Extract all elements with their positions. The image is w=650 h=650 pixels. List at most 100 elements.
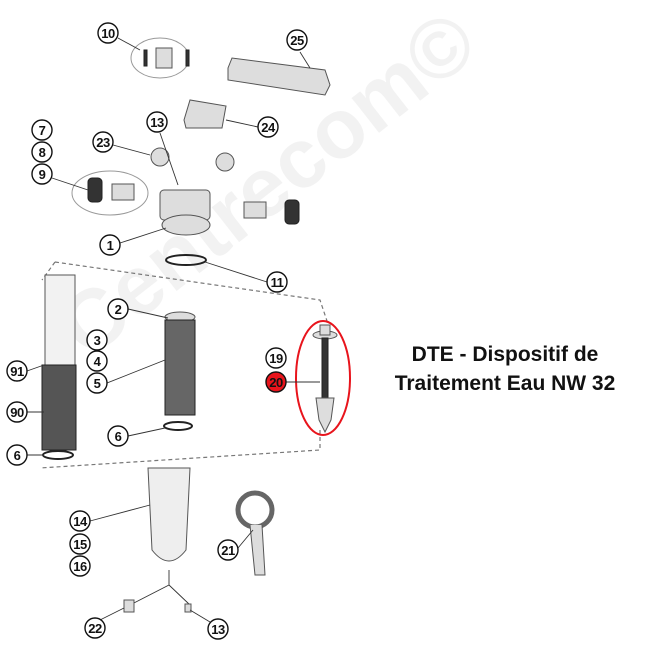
callout-circle <box>31 119 53 141</box>
part-20-dte-rod <box>321 337 329 399</box>
callout-circle <box>86 329 108 351</box>
callout-circle <box>107 298 129 320</box>
callout-circle <box>84 617 106 639</box>
part-nut <box>87 177 103 203</box>
part-23-pressure-gauge <box>150 147 170 167</box>
callout-22: 22 <box>84 617 106 639</box>
callout-circle <box>97 22 119 44</box>
callout-8: 8 <box>31 141 53 163</box>
callout-label: 13 <box>211 622 225 637</box>
part-19-base <box>315 397 335 434</box>
callout-6: 6 <box>107 425 129 447</box>
callout-11: 11 <box>266 271 288 293</box>
callout-circle <box>257 116 279 138</box>
callout-label: 4 <box>94 354 102 369</box>
callout-label: 25 <box>290 33 304 48</box>
part-14-filter-bowl <box>147 467 191 562</box>
callout-2: 2 <box>107 298 129 320</box>
part-22-drain-valve <box>123 599 135 613</box>
callout-label: 9 <box>39 167 46 182</box>
callout-circle <box>6 444 28 466</box>
part-5-filter-element <box>164 319 196 416</box>
callout-label: 1 <box>107 238 114 253</box>
part-21-wrench-handle <box>249 524 266 576</box>
part-10-oring <box>143 49 148 67</box>
callout-label: 11 <box>271 275 284 290</box>
callout-10: 10 <box>97 22 119 44</box>
part-90-filter-mesh <box>41 364 77 451</box>
part-21-wrench <box>235 490 275 530</box>
callout-circle <box>69 510 91 532</box>
callout-circle <box>146 111 168 133</box>
callout-circle <box>99 234 121 256</box>
callout-label: 13 <box>150 115 164 130</box>
callout-21: 21 <box>217 539 239 561</box>
callout-circle <box>92 131 114 153</box>
callout-label: 5 <box>94 376 101 391</box>
part-1-head-ring <box>161 214 211 236</box>
callout-6: 6 <box>6 444 28 466</box>
callout-13: 13 <box>146 111 168 133</box>
callout-23: 23 <box>92 131 114 153</box>
part-11-oring <box>165 254 207 266</box>
callout-label: 19 <box>269 351 283 366</box>
callout-label: 6 <box>14 448 21 463</box>
callout-5: 5 <box>86 372 108 394</box>
pressure-gauge <box>215 152 235 172</box>
part-13-plug <box>184 603 192 613</box>
product-title-line-2: Traitement Eau NW 32 <box>394 372 616 395</box>
part-10-sleeve <box>155 47 173 69</box>
callout-9: 9 <box>31 163 53 185</box>
part-6-seal <box>163 421 193 431</box>
part-25-wall-bracket <box>227 57 331 96</box>
product-title-line-1: DTE - Dispositif de <box>411 343 599 366</box>
callout-91: 91 <box>6 360 28 382</box>
callout-circle <box>86 350 108 372</box>
callout-label: 22 <box>88 621 102 636</box>
callout-14: 14 <box>69 510 91 532</box>
callout-90: 90 <box>6 401 28 423</box>
callout-label: 8 <box>39 145 46 160</box>
callout-circle <box>69 533 91 555</box>
callout-7: 7 <box>31 119 53 141</box>
callout-label: 3 <box>94 333 101 348</box>
callout-circle <box>265 371 287 393</box>
callout-circle <box>286 29 308 51</box>
product-title: DTE - Dispositif de Traitement Eau NW 32 <box>360 340 650 398</box>
callout-15: 15 <box>69 533 91 555</box>
part-nut <box>284 199 300 225</box>
callout-13: 13 <box>207 618 229 640</box>
callout-label: 91 <box>10 364 24 379</box>
callout-circle <box>31 141 53 163</box>
callout-3: 3 <box>86 329 108 351</box>
callout-label: 6 <box>115 429 122 444</box>
callout-label: 10 <box>101 26 115 41</box>
part-6-seal <box>42 450 74 460</box>
callout-circle <box>6 401 28 423</box>
callout-4: 4 <box>86 350 108 372</box>
callout-label: 24 <box>261 120 276 135</box>
callout-1: 1 <box>99 234 121 256</box>
part-7-9-group <box>71 170 149 216</box>
callout-circle <box>266 271 288 293</box>
callout-circle <box>31 163 53 185</box>
callout-circle <box>6 360 28 382</box>
callout-circle <box>86 372 108 394</box>
highlight-ellipse <box>295 320 351 436</box>
callout-label: 7 <box>39 123 46 138</box>
part-19-top <box>319 324 331 336</box>
callout-label: 16 <box>73 559 87 574</box>
part-24-bracket <box>183 99 227 129</box>
callout-label: 14 <box>73 514 88 529</box>
part-connector <box>111 183 135 201</box>
callout-20: 20 <box>265 371 287 393</box>
callout-circle <box>107 425 129 447</box>
callout-label: 2 <box>115 302 122 317</box>
part-10-oring <box>185 49 190 67</box>
callout-label: 20 <box>269 375 283 390</box>
callout-circle <box>217 539 239 561</box>
callout-label: 15 <box>73 537 87 552</box>
callout-circle <box>207 618 229 640</box>
